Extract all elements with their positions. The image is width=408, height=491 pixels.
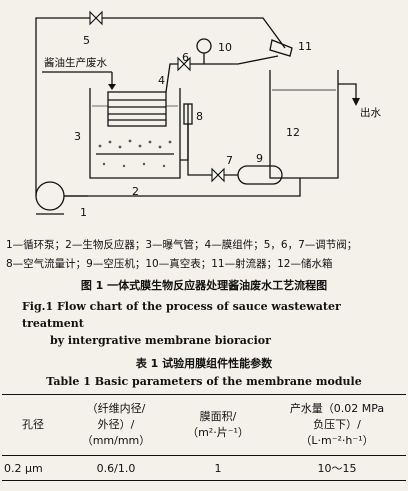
storage-tank [269, 70, 339, 179]
outlet-label: 出水 [360, 106, 381, 119]
label-9: 9 [256, 152, 263, 165]
table-caption-cn: 表 1 试验用膜组件性能参数 [135, 357, 273, 370]
figure-caption-en-line-2: by intergrative membrane bioracior [50, 334, 271, 347]
legend-line-2: 8—空气流量计；9—空压机；10—真空表；11—射流器；12—储水箱 [6, 258, 333, 270]
valve-6 [177, 56, 191, 72]
recirculation-pipe [35, 17, 286, 196]
header-water-flux: 产水量（0.02 MPa 负压下）/ （L·m⁻²·h⁻¹） [268, 394, 406, 456]
header-fiber-diameter: （纤维内径/ 外径）/ （mm/mm） [64, 394, 168, 456]
table-caption-en: Table 1 Basic parameters of the membrane… [46, 375, 362, 388]
label-5: 5 [83, 34, 90, 47]
figure-legend: 1—循环泵；2—生物反应器；3—曝气管；4—膜组件；5，6，7—调节阀； 8—空… [6, 236, 404, 274]
label-4: 4 [158, 74, 165, 87]
ejector [269, 39, 293, 57]
cell-water-flux: 10～15 [268, 455, 406, 481]
figure-caption-en: Fig.1 Flow chart of the process of sauce… [22, 298, 402, 349]
inlet-label: 酱油生产废水 [44, 56, 107, 69]
header-pore-size: 孔径 [2, 394, 64, 456]
outlet-arrow [352, 98, 360, 106]
header-membrane-area: 膜面积/ （m²·片⁻¹） [168, 394, 268, 456]
label-7: 7 [226, 154, 233, 167]
valve-5 [89, 10, 103, 26]
table-row: 0.2 μm 0.6/1.0 1 10～15 [2, 455, 406, 481]
air-compressor [237, 165, 283, 185]
cell-fiber-diameter: 0.6/1.0 [64, 455, 168, 481]
air-flow-meter [183, 103, 193, 125]
process-flow-diagram: 5 10 11 酱油生产废水 6 4 出水 8 12 3 7 9 2 1 [35, 10, 381, 219]
label-6: 6 [182, 51, 189, 64]
outlet-pipe [338, 83, 357, 100]
bioreactor-tank [89, 88, 181, 179]
figure-caption-en-line-1: Fig.1 Flow chart of the process of sauce… [22, 300, 341, 330]
valve-7 [211, 167, 225, 183]
label-11: 11 [298, 40, 312, 53]
cell-pore-size: 0.2 μm [2, 455, 64, 481]
circulation-pump [35, 181, 65, 211]
legend-line-1: 1—循环泵；2—生物反应器；3—曝气管；4—膜组件；5，6，7—调节阀； [6, 239, 358, 251]
label-1: 1 [80, 206, 87, 219]
cell-membrane-area: 1 [168, 455, 268, 481]
table-header-row: 孔径 （纤维内径/ 外径）/ （mm/mm） 膜面积/ （m²·片⁻¹） 产水量… [2, 394, 406, 456]
vacuum-gauge [196, 38, 212, 54]
label-3: 3 [74, 130, 81, 143]
label-12: 12 [286, 126, 300, 139]
label-8: 8 [196, 110, 203, 123]
figure-caption-cn: 图 1 一体式膜生物反应器处理酱油废水工艺流程图 [80, 279, 328, 292]
tank-return-pipe [64, 178, 301, 197]
membrane-module [107, 91, 167, 127]
membrane-parameter-table: 孔径 （纤维内径/ 外径）/ （mm/mm） 膜面积/ （m²·片⁻¹） 产水量… [2, 394, 406, 481]
label-10: 10 [218, 41, 232, 54]
inlet-arrow [108, 84, 116, 90]
label-2: 2 [132, 185, 139, 198]
